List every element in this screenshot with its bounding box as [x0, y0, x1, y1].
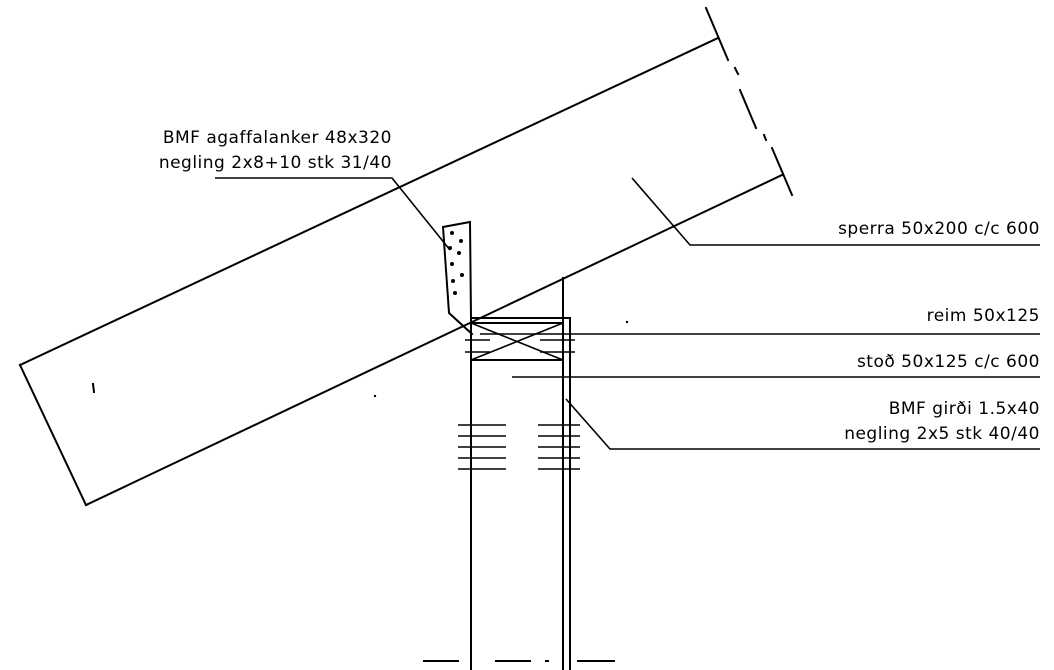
rafter-break-tick-bottom [770, 146, 794, 197]
stray-mark [373, 394, 377, 398]
strap-label-line2: negling 2x5 stk 40/40 [844, 424, 1040, 444]
leader-connector [215, 177, 451, 251]
rafter-bottom-edge [84, 173, 784, 507]
connector-label-line2: negling 2x8+10 stk 31/40 [159, 153, 392, 173]
annotations: BMF agaffalanker 48x320 negling 2x8+10 s… [159, 128, 1040, 444]
hanger-nail [450, 231, 454, 235]
stray-mark [625, 320, 629, 324]
rafter-break-tick-top [704, 6, 730, 62]
joist-hanger [441, 220, 474, 336]
rafter-break-line [738, 88, 758, 130]
rafter-mark [91, 382, 96, 394]
stud [465, 277, 575, 670]
hanger-plate [441, 220, 474, 336]
hanger-nail [459, 239, 463, 243]
stud-nails [458, 424, 580, 470]
hanger-nail [457, 251, 461, 255]
leader-strap [565, 398, 1040, 450]
rafter [18, 6, 794, 507]
rafter-break-dot [762, 133, 768, 142]
hanger-nail [460, 273, 464, 277]
leader-rafter [631, 177, 1040, 246]
leader-lines [215, 177, 1040, 450]
connector-label-line1: BMF agaffalanker 48x320 [163, 128, 392, 148]
hanger-nail [450, 262, 454, 266]
plate-cross-2 [470, 322, 564, 361]
rafter-top-edge [18, 36, 720, 367]
hanger-nail [453, 291, 457, 295]
hanger-nail [451, 279, 455, 283]
rafter-end [18, 363, 88, 507]
rafter-break-dot [733, 66, 740, 76]
stud-label: stoð 50x125 c/c 600 [857, 352, 1040, 372]
plate-label: reim 50x125 [927, 306, 1040, 326]
rafter-label: sperra 50x200 c/c 600 [838, 219, 1040, 239]
strap-label-line1: BMF girði 1.5x40 [889, 399, 1040, 419]
